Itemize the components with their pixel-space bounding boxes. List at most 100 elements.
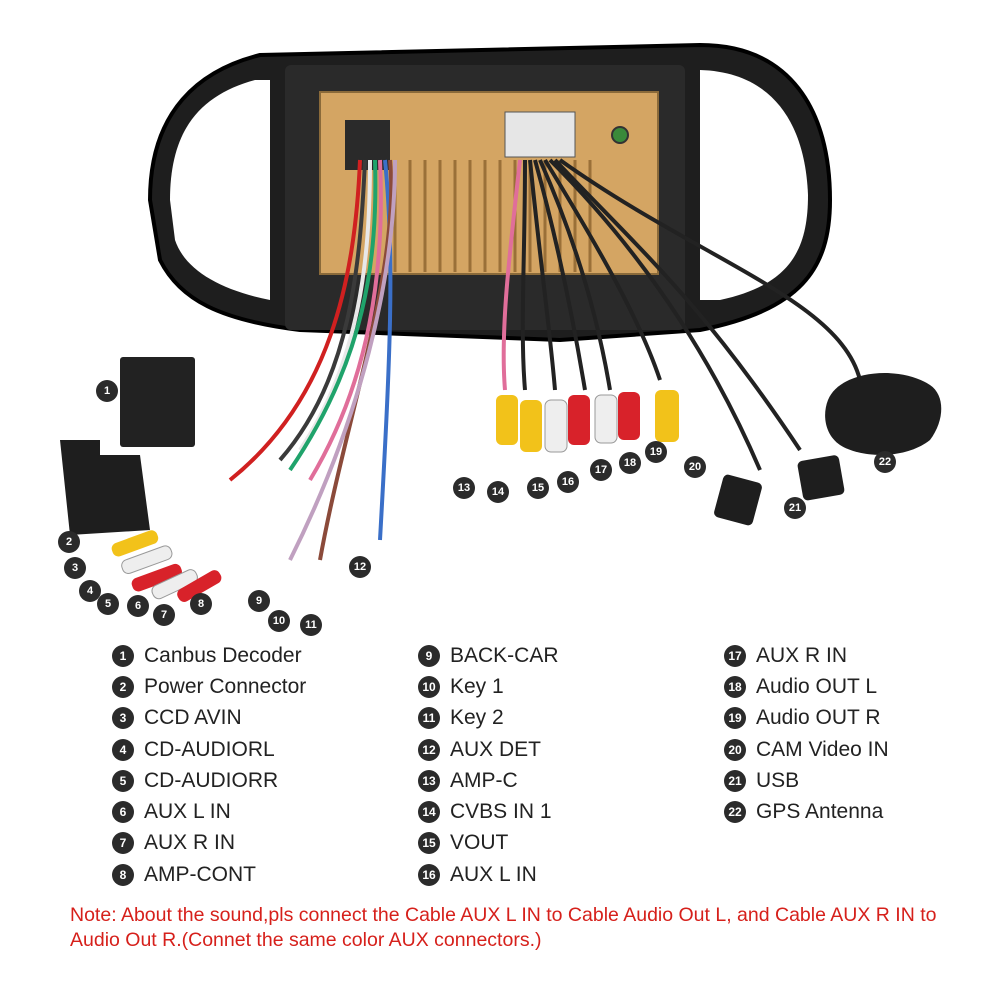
legend-item: 20 CAM Video IN xyxy=(724,734,889,765)
legend-item: 11 Key 2 xyxy=(418,703,559,734)
headunit-photo xyxy=(60,42,942,602)
legend-item: 14 CVBS IN 1 xyxy=(418,796,559,827)
legend-item: 12 AUX DET xyxy=(418,734,559,765)
legend-label: Key 1 xyxy=(450,674,504,698)
legend-label: CD-AUDIORL xyxy=(144,737,275,761)
legend-number: 4 xyxy=(112,738,134,761)
legend-item: 3 CCD AVIN xyxy=(112,703,306,734)
legend-item: 7 AUX R IN xyxy=(112,828,306,859)
heatsink-fins xyxy=(393,160,592,272)
legend-label: AMP-CONT xyxy=(144,862,256,886)
main-harness xyxy=(228,159,397,561)
rca-plugs-right xyxy=(496,390,679,453)
connector-block-video xyxy=(504,111,576,158)
legend-number: 15 xyxy=(418,832,440,855)
callout-14: 14 xyxy=(487,481,509,503)
legend-number: 17 xyxy=(724,644,746,667)
legend-label: AUX R IN xyxy=(756,643,848,667)
callout-15: 15 xyxy=(527,477,549,499)
legend-item: 22 GPS Antenna xyxy=(724,796,889,827)
callout-5: 5 xyxy=(97,593,119,615)
legend-number: 6 xyxy=(112,801,134,824)
legend-number: 10 xyxy=(418,675,440,698)
legend-number: 1 xyxy=(112,644,134,667)
radio-antenna-port xyxy=(611,126,629,144)
legend-label: CVBS IN 1 xyxy=(450,800,552,824)
legend-label: Canbus Decoder xyxy=(144,643,302,667)
gps-antenna xyxy=(825,373,942,455)
callout-8: 8 xyxy=(190,593,212,615)
legend-label: BACK-CAR xyxy=(450,643,559,667)
legend-number: 5 xyxy=(112,769,134,792)
legend-item: 17 AUX R IN xyxy=(724,640,889,671)
legend-label: USB xyxy=(756,768,800,792)
rca-harness xyxy=(501,158,862,471)
legend-item: 19 Audio OUT R xyxy=(724,703,889,734)
legend-label: AUX DET xyxy=(450,737,542,761)
callout-16: 16 xyxy=(557,471,579,493)
legend-number: 18 xyxy=(724,675,746,698)
legend-label: Power Connector xyxy=(144,674,307,698)
legend-item: 5 CD-AUDIORR xyxy=(112,765,306,796)
legend-number: 8 xyxy=(112,863,134,886)
legend-number: 7 xyxy=(112,832,134,855)
legend-number: 9 xyxy=(418,644,440,667)
legend-item: 4 CD-AUDIORL xyxy=(112,734,306,765)
legend-number: 13 xyxy=(418,769,440,792)
callout-17: 17 xyxy=(590,459,612,481)
legend-number: 2 xyxy=(112,675,134,698)
callout-6: 6 xyxy=(127,595,149,617)
callout-2: 2 xyxy=(58,531,80,553)
frame-right-cutout xyxy=(700,70,808,300)
connector-block-main xyxy=(345,120,390,170)
power-connector xyxy=(60,440,150,535)
legend-label: GPS Antenna xyxy=(756,800,884,824)
legend-label: VOUT xyxy=(450,831,509,855)
callout-11: 11 xyxy=(300,614,322,636)
legend-number: 22 xyxy=(724,801,746,824)
legend-number: 11 xyxy=(418,707,440,730)
callout-22: 22 xyxy=(874,451,896,473)
callout-9: 9 xyxy=(248,590,270,612)
legend-item: 15 VOUT xyxy=(418,828,559,859)
callout-20: 20 xyxy=(684,456,706,478)
legend-label: CD-AUDIORR xyxy=(144,768,279,792)
legend-label: CAM Video IN xyxy=(756,737,889,761)
legend-number: 20 xyxy=(724,738,746,761)
legend-number: 12 xyxy=(418,738,440,761)
callout-19: 19 xyxy=(645,441,667,463)
callout-12: 12 xyxy=(349,556,371,578)
rca-plugs-left xyxy=(111,530,222,602)
legend-number: 19 xyxy=(724,707,746,730)
callout-4: 4 xyxy=(79,580,101,602)
legend-item: 2 Power Connector xyxy=(112,671,306,702)
legend-item: 10 Key 1 xyxy=(418,671,559,702)
legend-label: CCD AVIN xyxy=(144,706,242,730)
canbus-decoder-box xyxy=(120,357,195,447)
frame-left-cutout xyxy=(170,80,270,300)
usb-plug-1 xyxy=(714,474,762,526)
legend-item: 6 AUX L IN xyxy=(112,796,306,827)
legend-label: Audio OUT R xyxy=(756,706,881,730)
legend-number: 14 xyxy=(418,801,440,824)
legend-label: Key 2 xyxy=(450,706,504,730)
legend-item: 8 AMP-CONT xyxy=(112,859,306,890)
legend-number: 3 xyxy=(112,707,134,730)
callout-1: 1 xyxy=(96,380,118,402)
callout-13: 13 xyxy=(453,477,475,499)
legend-item: 1 Canbus Decoder xyxy=(112,640,306,671)
legend-label: AUX L IN xyxy=(450,862,537,886)
legend-item: 9 BACK-CAR xyxy=(418,640,559,671)
callout-7: 7 xyxy=(153,604,175,626)
sound-connection-note: Note: About the sound,pls connect the Ca… xyxy=(70,904,937,951)
legend-label: AUX R IN xyxy=(144,831,236,855)
callout-18: 18 xyxy=(619,452,641,474)
legend-label: AUX L IN xyxy=(144,800,231,824)
callout-21: 21 xyxy=(784,497,806,519)
